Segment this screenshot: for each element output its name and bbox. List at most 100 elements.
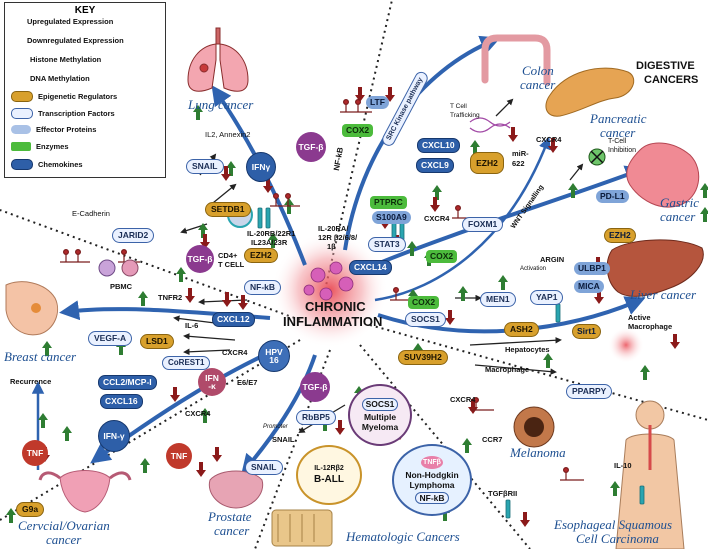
gastric-cancer-label-2: cancer [660, 209, 696, 224]
nhl-label-1: Non-Hodgkin [405, 469, 459, 480]
recurrence-label: Recurrence [10, 377, 52, 386]
cervical-cancer-label-2: cancer [46, 532, 82, 547]
ezh2-colon-node: EZH2 [470, 152, 504, 174]
cervical-cancer-label-1: Cervcial/Ovarian [18, 518, 110, 533]
men1-node: MEN1 [480, 292, 516, 307]
mir622-label-1: miR- [512, 149, 529, 158]
cxcl9-node: CXCL9 [416, 158, 454, 173]
tcell-inhibition-label-1: T-Cell [608, 138, 627, 145]
stat3-node: STAT3 [368, 237, 406, 252]
active-macrophage-label-2: Macrophage [628, 322, 673, 331]
jarid2-node: JARID2 [112, 228, 155, 243]
foxm1-node: FOXM1 [462, 217, 504, 232]
ball-label: B-ALL [314, 474, 344, 485]
arrow-to-prostate [241, 354, 317, 475]
cd4-label: CD4+ [218, 251, 238, 260]
legend-item-upregulated: Upregulated Expression [27, 17, 114, 26]
e-cadherin-label: E-Cadherin [72, 209, 110, 218]
nhl-node: TNFβ Non-Hodgkin Lymphoma NF-kB [392, 444, 472, 516]
tgfb-prostate-node: TGF-β [300, 372, 330, 402]
inflammation-cells [303, 261, 354, 301]
cxcr4-breast-label: CXCR4 [222, 348, 248, 357]
ezh2-liver-node: EZH2 [604, 228, 636, 243]
sirt1-node: Sirt1 [572, 324, 601, 339]
macrophage-label: Macrophage [485, 365, 530, 374]
il20ra-label-3: 1β [327, 242, 336, 251]
tnf-breast-node: TNF [22, 440, 48, 466]
arrow-to-pancreatic [374, 136, 551, 302]
ifnk-node: IFN-κ [198, 368, 226, 396]
ptprc-node: PTPRC [370, 196, 407, 209]
il10-label: IL-10 [614, 461, 632, 470]
suv39h2-node: SUV39H2 [398, 350, 448, 365]
liver-organ [606, 239, 704, 297]
vegfa-node: VEGF-A [88, 331, 133, 346]
ball-node: IL-12Rβ2 B-ALL [296, 445, 362, 505]
legend-item-enzymes: Enzymes [11, 142, 69, 151]
s100a9-node: S100A9 [372, 211, 411, 224]
legend-item-regulators: Epigenetic Regulators [11, 91, 117, 102]
cox2-liver-node: COX2 [408, 296, 440, 309]
stomach-organ [626, 142, 700, 208]
ccr7-label: CCR7 [482, 435, 503, 444]
effector-protein-icon [11, 125, 31, 134]
rbbp5-node: RbBP5 [296, 410, 336, 425]
legend-box: KEY Upregulated Expression Downregulated… [4, 2, 166, 178]
dna-methylation-icon [11, 74, 25, 83]
dna-helix [469, 117, 511, 133]
socs1-liver-node: SOCS1 [405, 312, 446, 327]
tnf-cervical-node: TNF [166, 443, 192, 469]
center-title-line2: INFLAMMATION [283, 314, 383, 329]
histone-methylation-icon [11, 55, 25, 64]
pancreatic-cancer-label-2: cancer [600, 125, 636, 140]
divider-bottom-left [0, 339, 301, 521]
il12-label: IL-12Rβ2 [314, 465, 344, 472]
tgfbrii-label: TGFβRII [488, 489, 518, 498]
tnfr2-label: TNFR2 [158, 293, 183, 302]
multiple-label: Multiple [363, 411, 397, 422]
yap1-node: YAP1 [530, 290, 564, 305]
legend-item-dna: DNA Methylation [11, 74, 90, 83]
arrow-to-gastric [371, 165, 646, 268]
colon-organ [481, 34, 551, 86]
nfkb-lung-node: NF-kB [244, 280, 282, 295]
hpv-label: HPV [265, 346, 283, 357]
nhl-label-2: Lymphoma [409, 480, 455, 491]
il20ra-label-1: IL-20RA/ [318, 224, 349, 233]
tgfb-cd4-node: TGF-β [186, 245, 214, 273]
socs1-mm-label: SOCS1 [361, 398, 399, 411]
myeloma-label: Myeloma [361, 422, 399, 433]
center-title-line1: CHRONIC [305, 299, 366, 314]
hematologic-cancer-label: Hematologic Cancers [346, 529, 460, 544]
active-macrophage-label-1: Active [628, 313, 651, 322]
mica-node: MICA [574, 280, 604, 293]
melanoma-label: Melanoma [510, 445, 566, 460]
pbmc-label: PBMC [110, 282, 133, 291]
tcell-trafficking-label-2: Trafficking [450, 112, 480, 119]
g9a-node: G9a [16, 502, 45, 517]
promoter-label: Promoter [263, 424, 288, 430]
cox2-colon-node: COX2 [342, 124, 374, 137]
legend-item-histone: Histone Methylation [11, 55, 101, 64]
lsd1-node: LSD1 [140, 334, 174, 349]
divider-right [369, 324, 708, 421]
esophageal-label-2: Cell Carcinoma [576, 531, 659, 546]
ltf-node: LTF [366, 96, 389, 109]
pbmc-cell-2 [121, 259, 139, 277]
digestive-heading-line2: CANCERS [644, 74, 699, 86]
cxcl10-node: CXCL10 [417, 138, 460, 153]
corest1-node: CoREST1 [162, 356, 211, 370]
chemokine-icon [11, 159, 33, 170]
nfkb-nhl-label: NF-kB [415, 491, 449, 505]
ppary-node: PPARPY [566, 384, 613, 399]
esophageal-label-1: Esophageal Squamous [554, 517, 673, 532]
snail-prostate-node: SNAIL [245, 460, 283, 475]
il2-annexin-label: IL2, Annexin2 [205, 130, 251, 139]
il20rb-label: IL-20RB/22R1 [247, 229, 296, 238]
ccl2-node: CCL2/MCP-I [98, 375, 157, 390]
hpv16-label: 16 [269, 355, 279, 365]
lung-organ [187, 27, 249, 92]
snail-promoter-label: SNAIL [272, 435, 295, 444]
cxcl12-node: CXCL12 [212, 312, 255, 327]
